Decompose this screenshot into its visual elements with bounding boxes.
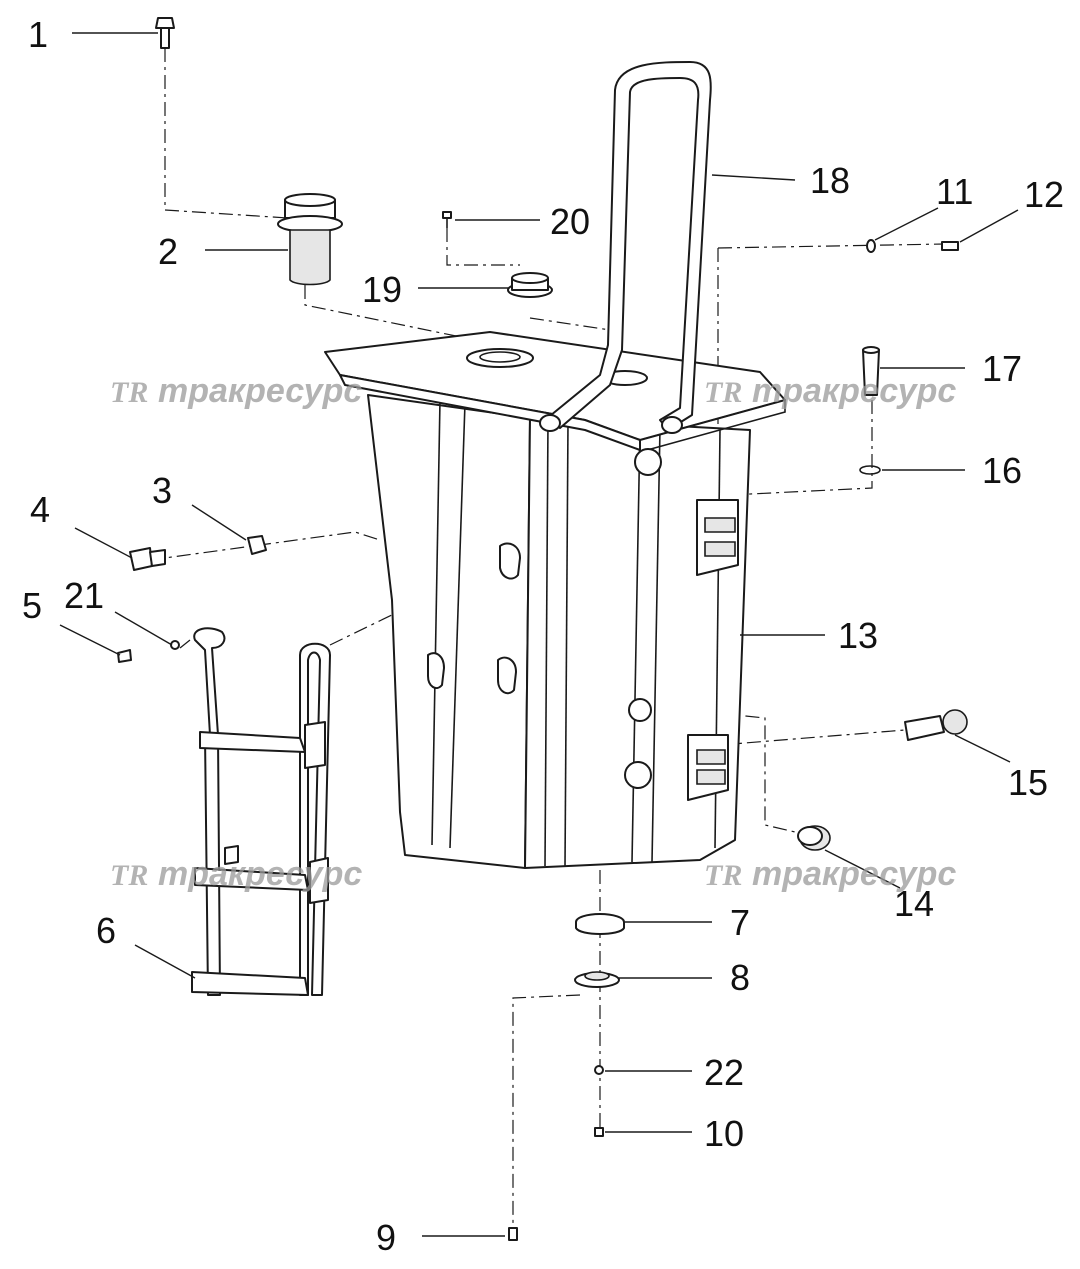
handrail (539, 61, 712, 434)
breather-filter (277, 193, 343, 286)
callout-3: 3 (152, 470, 172, 511)
leader-lines (59, 32, 1019, 1237)
sight-gauge-15 (904, 709, 968, 741)
callout-18: 18 (810, 160, 850, 201)
washer-22 (594, 1065, 604, 1075)
bolt-9 (508, 1227, 518, 1241)
callout-13: 13 (838, 615, 878, 656)
callout-21: 21 (64, 575, 104, 616)
callout-16: 16 (982, 450, 1022, 491)
o-ring-16 (859, 465, 881, 475)
watermark-2: TR тракресурс (704, 372, 956, 410)
callout-4: 4 (30, 489, 50, 530)
callout-12: 12 (1024, 174, 1064, 215)
watermark-text: тракресурс (158, 372, 362, 410)
callout-6: 6 (96, 910, 116, 951)
callout-11: 11 (936, 171, 973, 212)
watermark-4: TR тракресурс (704, 855, 956, 893)
plug-10 (594, 1127, 604, 1137)
watermark-logo: TR (704, 376, 742, 409)
watermark-text: тракресурс (158, 855, 362, 893)
cap-19 (507, 272, 553, 298)
callout-19: 19 (362, 269, 402, 310)
callout-1: 1 (28, 14, 48, 55)
ladder (191, 627, 331, 996)
bolt-12 (941, 241, 959, 251)
callout-9: 9 (376, 1217, 396, 1258)
watermark-logo: TR (110, 376, 148, 409)
seal-ring-7 (575, 913, 625, 935)
watermark-text: тракресурс (752, 372, 956, 410)
callout-labels: 1 2 3 4 5 21 6 7 8 9 10 22 11 12 13 14 1… (22, 14, 1064, 1258)
callout-7: 7 (730, 902, 750, 943)
nut-3 (247, 535, 267, 555)
callout-10: 10 (704, 1113, 744, 1154)
callout-8: 8 (730, 957, 750, 998)
washer-11 (866, 239, 876, 253)
watermark-1: TR тракресурс (110, 372, 362, 410)
callout-20: 20 (550, 201, 590, 242)
callout-22: 22 (704, 1052, 744, 1093)
drain-flange-8 (574, 971, 620, 988)
pin-17 (862, 346, 880, 396)
washer-21 (170, 640, 180, 650)
plug-14 (797, 825, 831, 851)
watermark-logo: TR (704, 859, 742, 892)
watermark-3: TR тракресурс (110, 855, 362, 893)
plug-4 (129, 547, 166, 571)
watermark-logo: TR (110, 859, 148, 892)
callout-14: 14 (894, 883, 934, 924)
callout-15: 15 (1008, 762, 1048, 803)
bolt-5 (117, 649, 132, 663)
screw-20 (442, 211, 452, 228)
callout-5: 5 (22, 585, 42, 626)
watermark-text: тракресурс (752, 855, 956, 893)
callout-17: 17 (982, 348, 1022, 389)
bolt-1 (155, 17, 175, 49)
callout-2: 2 (158, 231, 178, 272)
